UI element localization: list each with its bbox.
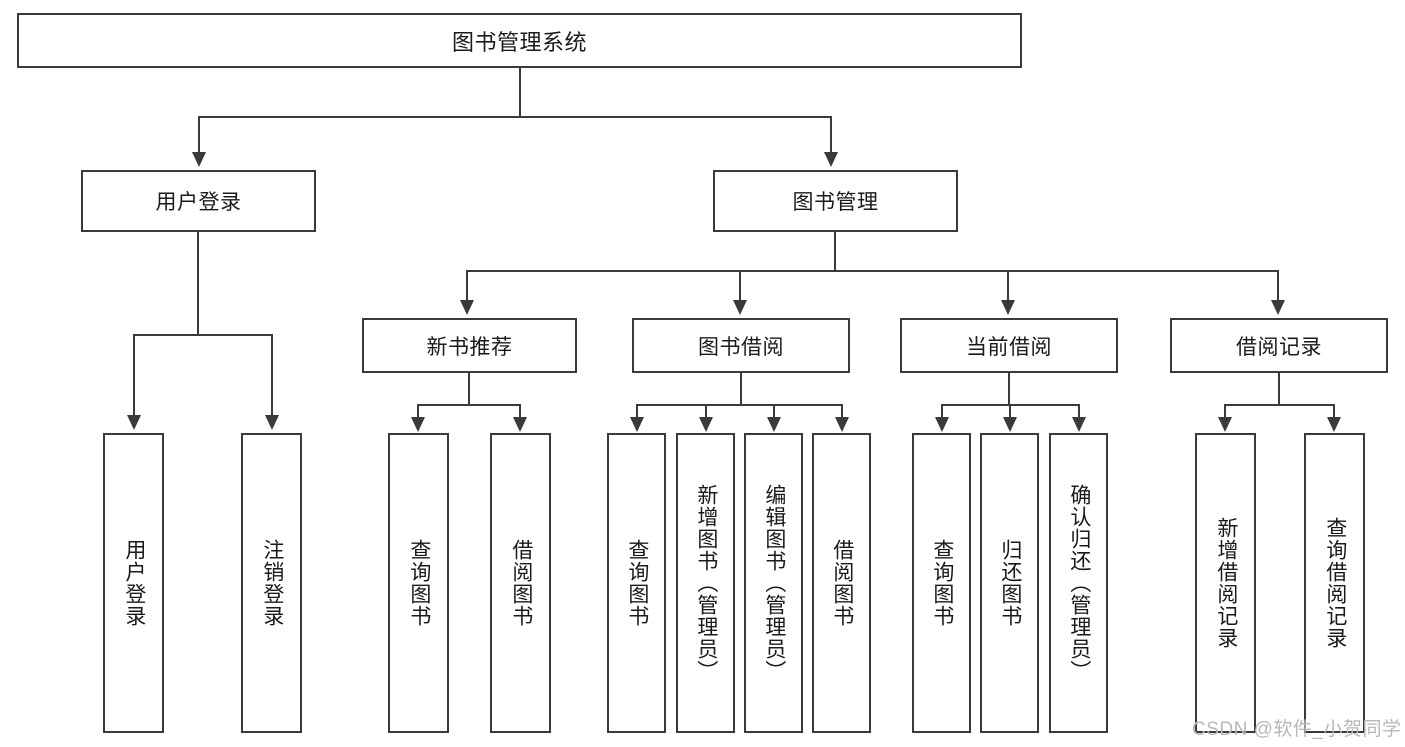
leaf-borrow-record-add[interactable]: 新增借阅记录 (1195, 433, 1256, 733)
node-label: 查询图书 (407, 539, 431, 627)
node-root-system[interactable]: 图书管理系统 (17, 13, 1022, 68)
edge-current-borrow-to-leaf-2 (1009, 404, 1011, 420)
edge-borrow-record-stem (1278, 373, 1280, 405)
node-label: 图书管理系统 (451, 29, 587, 55)
edge-user-login-to-leaf-1 (133, 334, 135, 418)
edge-book-mgmt-to-current (1007, 270, 1009, 303)
leaf-user-login-logout[interactable]: 注销登录 (241, 433, 302, 733)
edge-book-mgmt-stem (834, 232, 836, 271)
leaf-book-borrow-borrow[interactable]: 借阅图书 (812, 433, 871, 733)
node-user-login[interactable]: 用户登录 (81, 170, 316, 232)
arrowhead-current-borrow-leaf-1 (935, 417, 949, 432)
leaf-current-borrow-confirm-admin[interactable]: 确认归还（管理员） (1049, 433, 1108, 733)
edge-borrow-record-to-leaf-2 (1333, 404, 1335, 420)
edge-new-book-to-leaf-1 (417, 404, 419, 420)
edge-book-borrow-to-leaf-2 (705, 404, 707, 420)
arrowhead-current-borrow-leaf-3 (1072, 417, 1086, 432)
leaf-book-borrow-edit-admin[interactable]: 编辑图书（管理员） (744, 433, 803, 733)
edge-book-mgmt-to-borrow (739, 270, 741, 303)
arrowhead-book-mgmt-current (1001, 300, 1015, 315)
node-label: 确认归还（管理员） (1067, 484, 1091, 682)
arrowhead-book-mgmt-new-book (460, 300, 474, 315)
node-book-borrow[interactable]: 图书借阅 (632, 318, 850, 373)
node-label: 新增图书（管理员） (694, 484, 718, 682)
edge-user-login-bus (133, 334, 272, 336)
arrowhead-new-book-leaf-2 (513, 417, 527, 432)
node-label: 查询借阅记录 (1323, 517, 1347, 649)
leaf-user-login-login[interactable]: 用户登录 (103, 433, 164, 733)
node-label: 编辑图书（管理员） (762, 484, 786, 682)
node-label: 用户登录 (155, 191, 242, 214)
arrowhead-root-to-book-mgmt (824, 152, 838, 167)
leaf-current-borrow-return[interactable]: 归还图书 (980, 433, 1039, 733)
leaf-new-book-borrow[interactable]: 借阅图书 (490, 433, 551, 733)
edge-root-stem (519, 68, 521, 116)
node-label: 新书推荐 (426, 335, 513, 359)
edge-current-borrow-to-leaf-3 (1078, 404, 1080, 420)
edge-book-mgmt-to-record (1277, 270, 1279, 303)
edge-borrow-record-bus (1224, 404, 1334, 406)
arrowhead-book-borrow-leaf-3 (767, 417, 781, 432)
edge-root-to-book-mgmt (830, 116, 832, 155)
edge-book-borrow-to-leaf-4 (841, 404, 843, 420)
node-label: 注销登录 (260, 539, 284, 627)
node-book-management[interactable]: 图书管理 (713, 170, 958, 232)
node-label: 当前借阅 (966, 335, 1052, 359)
edge-book-borrow-stem (740, 373, 742, 405)
node-label: 用户登录 (122, 539, 146, 627)
watermark-credit: CSDN @软件_小贺同学 (1192, 719, 1402, 740)
node-label: 借阅记录 (1236, 335, 1322, 359)
edge-new-book-to-leaf-2 (519, 404, 521, 420)
edge-book-mgmt-to-new-book (466, 270, 468, 303)
node-label: 借阅图书 (830, 539, 854, 627)
node-label: 归还图书 (998, 539, 1022, 627)
arrowhead-new-book-leaf-1 (411, 417, 425, 432)
arrowhead-borrow-record-leaf-1 (1218, 417, 1232, 432)
node-label: 查询图书 (930, 539, 954, 627)
arrowhead-book-borrow-leaf-1 (630, 417, 644, 432)
edge-borrow-record-to-leaf-1 (1224, 404, 1226, 420)
arrowhead-current-borrow-leaf-2 (1003, 417, 1017, 432)
arrowhead-book-mgmt-borrow (733, 300, 747, 315)
node-label: 图书管理 (792, 191, 879, 214)
edge-book-mgmt-bus (466, 270, 1279, 272)
node-borrow-record[interactable]: 借阅记录 (1170, 318, 1388, 373)
edge-book-borrow-to-leaf-1 (636, 404, 638, 420)
node-label: 借阅图书 (509, 539, 533, 627)
arrowhead-book-borrow-leaf-4 (835, 417, 849, 432)
leaf-book-borrow-query[interactable]: 查询图书 (607, 433, 666, 733)
arrowhead-user-login-leaf-2 (265, 415, 279, 430)
arrowhead-book-borrow-leaf-2 (699, 417, 713, 432)
node-label: 查询图书 (625, 539, 649, 627)
leaf-current-borrow-query[interactable]: 查询图书 (912, 433, 971, 733)
edge-new-book-bus (417, 404, 520, 406)
edge-root-bus (198, 116, 832, 118)
edge-current-borrow-to-leaf-1 (941, 404, 943, 420)
node-label: 图书借阅 (698, 335, 784, 359)
node-current-borrow[interactable]: 当前借阅 (900, 318, 1118, 373)
edge-user-login-to-leaf-2 (271, 334, 273, 418)
arrowhead-user-login-leaf-1 (127, 415, 141, 430)
edge-root-to-user-login (198, 116, 200, 155)
edge-new-book-stem (468, 373, 470, 405)
arrowhead-book-mgmt-record (1271, 300, 1285, 315)
arrowhead-borrow-record-leaf-2 (1327, 417, 1341, 432)
node-label: 新增借阅记录 (1214, 517, 1238, 649)
edge-book-borrow-bus (636, 404, 843, 406)
leaf-borrow-record-query[interactable]: 查询借阅记录 (1304, 433, 1365, 733)
leaf-book-borrow-add-admin[interactable]: 新增图书（管理员） (676, 433, 735, 733)
edge-current-borrow-stem (1008, 373, 1010, 405)
arrowhead-root-to-user-login (192, 152, 206, 167)
edge-book-borrow-to-leaf-3 (773, 404, 775, 420)
leaf-new-book-query[interactable]: 查询图书 (388, 433, 449, 733)
node-new-book-recommend[interactable]: 新书推荐 (362, 318, 577, 373)
edge-user-login-stem (197, 232, 199, 335)
